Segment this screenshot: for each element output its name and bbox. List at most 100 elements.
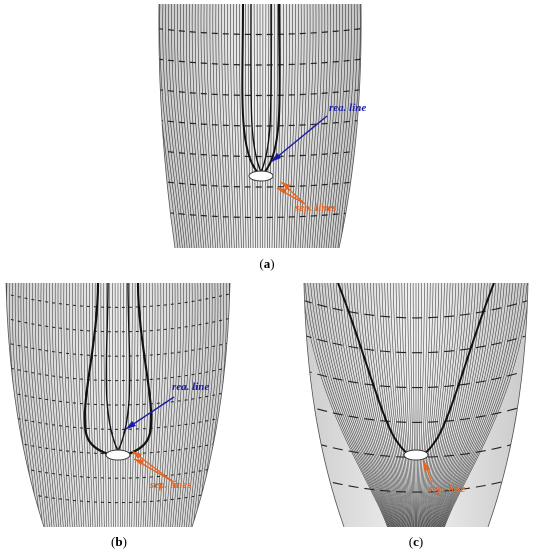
surface-streak	[288, 4, 296, 248]
surface-streak	[328, 4, 346, 248]
surface-streak	[77, 283, 87, 527]
surface-streak	[321, 283, 393, 527]
surface-streak	[147, 283, 156, 527]
surface-streak	[381, 283, 408, 527]
panel-c-caption: (c)	[408, 534, 424, 549]
surface-streak	[387, 283, 410, 527]
surface-streak	[218, 4, 228, 248]
surface-streak	[80, 283, 89, 527]
surface-streak	[419, 283, 431, 527]
surface-streak	[370, 283, 405, 527]
surface-streak	[437, 283, 505, 527]
surface-streak	[410, 283, 415, 527]
surface-streak	[436, 283, 499, 527]
surface-streak	[290, 4, 299, 248]
iso-contour-line	[304, 299, 528, 319]
surface-streak	[97, 283, 103, 527]
surface-streak	[427, 283, 462, 527]
iso-contour-line	[158, 149, 362, 158]
surface-streak	[174, 4, 193, 248]
surface-streak	[29, 283, 48, 527]
panel-a-flow-image	[158, 4, 362, 248]
surface-streak	[339, 4, 361, 248]
surface-streak	[140, 283, 147, 527]
iso-contour-line	[6, 341, 230, 357]
surface-streak	[435, 283, 497, 527]
surface-streak	[133, 283, 139, 527]
surface-streak	[440, 283, 517, 527]
surface-streak	[46, 283, 62, 527]
iso-contour-line	[304, 334, 528, 354]
surface-streak	[444, 283, 528, 527]
surface-streak	[159, 4, 181, 248]
surface-streak	[54, 283, 69, 527]
surface-streak	[63, 283, 75, 527]
surface-streak	[324, 283, 394, 527]
surface-streak	[427, 283, 465, 527]
panel-a-sep-lines-label: sep. lines	[295, 202, 337, 214]
surface-streak	[338, 283, 398, 527]
surface-streak	[122, 283, 124, 527]
surface-streak	[177, 283, 193, 527]
surface-streak	[384, 283, 409, 527]
surface-streak	[239, 4, 244, 248]
surface-streak	[390, 283, 410, 527]
surface-streak	[72, 283, 82, 527]
surface-streak	[40, 283, 57, 527]
iso-contour-line	[158, 210, 362, 219]
iso-contour-line	[6, 414, 230, 430]
surface-streak	[142, 283, 150, 527]
surface-streak	[212, 4, 223, 248]
surface-streak	[215, 4, 226, 248]
surface-streak	[49, 283, 64, 527]
surface-streak	[316, 283, 392, 527]
iso-contour-line	[158, 119, 362, 127]
surface-streak	[307, 4, 320, 248]
panel-a: rea. line sep. lines	[157, 4, 366, 248]
surface-streak	[183, 283, 202, 527]
surface-streak	[269, 4, 273, 248]
surface-streak	[206, 4, 219, 248]
surface-streak	[131, 283, 136, 527]
surface-streak	[278, 4, 284, 248]
surface-streak	[161, 283, 173, 527]
surface-streak	[69, 283, 80, 527]
iso-contour-line	[158, 58, 362, 66]
surface-streak	[307, 283, 390, 527]
surface-streak	[398, 283, 412, 527]
surface-streak	[358, 283, 403, 527]
panel-c: sep. line	[302, 283, 530, 527]
surface-streak	[297, 4, 308, 248]
surface-streak	[335, 283, 397, 527]
surface-streak	[186, 283, 204, 527]
surface-streak	[195, 283, 216, 527]
surface-streak	[51, 283, 66, 527]
surface-streak	[325, 4, 343, 248]
surface-streak	[274, 4, 279, 248]
surface-streak	[183, 4, 200, 248]
surface-streak	[154, 283, 164, 527]
surface-streak	[264, 4, 267, 248]
surface-streak	[432, 283, 485, 527]
surface-streak	[437, 283, 502, 527]
surface-streak	[129, 283, 133, 527]
surface-streak	[86, 283, 94, 527]
surface-streak	[181, 283, 199, 527]
surface-streak	[200, 4, 214, 248]
surface-streak	[168, 4, 188, 248]
surface-streak	[149, 283, 159, 527]
surface-streak	[281, 4, 287, 248]
surface-streak	[373, 283, 406, 527]
iso-contour-line	[6, 463, 230, 479]
surface-streak	[433, 283, 488, 527]
panel-b-rea-line-label: rea. line	[172, 381, 210, 393]
surface-streak	[332, 4, 352, 248]
surface-streak	[438, 283, 508, 527]
surface-streak	[439, 283, 514, 527]
surface-streak	[179, 283, 196, 527]
surface-streak	[304, 283, 388, 527]
surface-streak	[244, 4, 249, 248]
surface-streak	[304, 283, 389, 527]
surface-streak	[430, 283, 474, 527]
surface-streak	[401, 283, 413, 527]
